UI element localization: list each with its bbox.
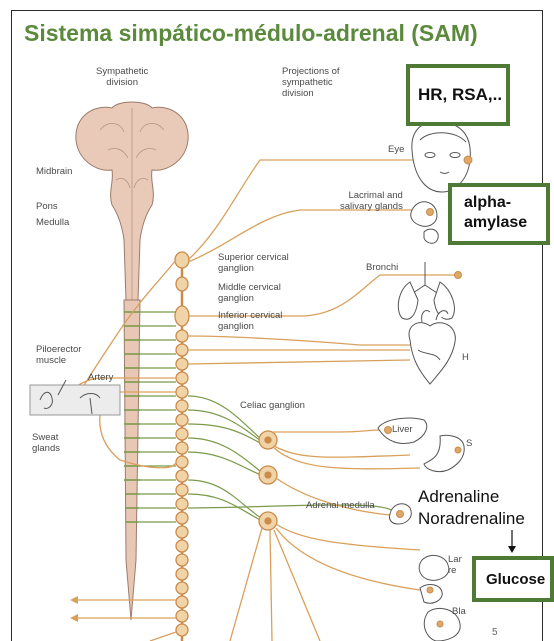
label-medulla: Medulla (36, 217, 69, 228)
arrowheads (70, 596, 78, 622)
salivary-gland-illustration (411, 202, 439, 244)
brainstem-illustration (76, 102, 188, 300)
heart-illustration (409, 310, 455, 384)
label-lacrimal: Lacrimal and salivary glands (340, 190, 403, 212)
spinal-cord (124, 300, 140, 620)
label-pons: Pons (36, 201, 58, 212)
label-heart-partial: H (462, 352, 469, 363)
label-artery: Artery (88, 372, 113, 383)
label-projections: Projections of sympathetic division (282, 66, 340, 99)
stomach-illustration (424, 435, 464, 471)
label-adrenal-medulla: Adrenal medulla (306, 500, 375, 511)
hr-rsa-box: HR, RSA,.. (406, 64, 510, 126)
adrenaline-noradrenaline-text: Adrenaline Noradrenaline (418, 486, 525, 530)
label-liver: Liver (392, 424, 413, 435)
label-superior-cervical: Superior cervical ganglion (218, 252, 289, 274)
sympathetic-chain (175, 252, 189, 641)
label-piloerector: Piloerector muscle (36, 344, 81, 366)
label-middle-cervical: Middle cervical ganglion (218, 282, 281, 304)
eye-face-illustration (412, 121, 472, 192)
skin-illustration (30, 380, 120, 415)
label-inferior-cervical: Inferior cervical ganglion (218, 310, 282, 332)
label-midbrain: Midbrain (36, 166, 72, 177)
page-number: 5 (492, 627, 498, 638)
label-stomach-partial: S (466, 438, 472, 449)
label-celiac-ganglion: Celiac ganglion (240, 400, 305, 411)
arrow-to-glucose (508, 530, 516, 553)
label-sweat-glands: Sweat glands (32, 432, 60, 454)
intestine-illustration (419, 555, 449, 603)
label-bronchi: Bronchi (366, 262, 398, 273)
lungs-illustration (398, 262, 461, 319)
label-eye: Eye (388, 144, 404, 155)
alpha-amylase-box: alpha- amylase (448, 183, 550, 245)
adrenal-medulla-illustration (389, 504, 411, 524)
label-bladder-partial: Bla (452, 606, 466, 617)
glucose-box: Glucose (472, 556, 554, 602)
label-sympathetic-division: Sympathetic division (96, 66, 148, 88)
label-large-partial: Lar re (448, 554, 462, 576)
